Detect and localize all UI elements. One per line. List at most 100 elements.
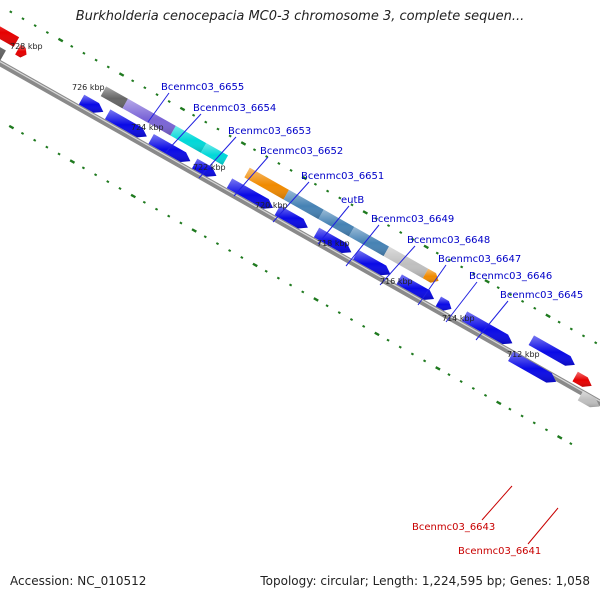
kbp-labels: 728 kbp 726 kbp 724 kbp 722 kbp 720 kbp 718 k… (10, 42, 540, 359)
tick-mark (337, 311, 341, 315)
tick-mark (362, 324, 366, 328)
tick-mark (69, 159, 76, 164)
tick-mark (9, 10, 13, 14)
tick-mark (118, 72, 125, 77)
gene-feature-shade (318, 209, 355, 237)
leader-line (345, 224, 380, 267)
leader-line (233, 156, 269, 197)
tick-mark (398, 345, 402, 349)
gene-feature-shade (104, 109, 147, 138)
tick-mark (203, 235, 207, 239)
tick-mark (350, 203, 354, 207)
tick-mark (423, 359, 427, 363)
tick-mark (45, 31, 49, 35)
leader-line (198, 136, 237, 179)
gene-feature-shade (226, 178, 274, 209)
kbp-label: 720 kbp (255, 201, 288, 210)
gene-label: Bcenmc03_6655 (161, 82, 244, 93)
tick-mark (8, 124, 15, 130)
kbp-label: 726 kbp (72, 83, 105, 92)
gene-feature-shade (200, 143, 229, 166)
tick-mark (45, 145, 49, 149)
tick-mark (179, 106, 186, 112)
leader-line (379, 245, 416, 286)
tick-mark (362, 210, 369, 215)
tick-mark (94, 173, 98, 177)
tick-mark (326, 189, 330, 193)
gene-label: Bcenmc03_6647 (438, 254, 521, 265)
tick-mark (399, 230, 403, 234)
tick-mark (581, 334, 586, 338)
tick-mark (520, 299, 525, 303)
tick-mark (532, 421, 536, 425)
gene-feature-shade (244, 167, 289, 200)
tick-mark (264, 269, 268, 273)
kbp-label: 722 kbp (193, 163, 226, 172)
tick-mark (21, 17, 25, 21)
tick-mark (106, 180, 110, 184)
tick-mark (240, 255, 244, 259)
tick-mark (349, 318, 354, 321)
tick-mark (386, 338, 390, 342)
tick-mark (143, 86, 147, 90)
tick-mark (483, 393, 488, 397)
tick-mark (556, 435, 563, 440)
gene-label: Bcenmc03_6645 (500, 290, 583, 301)
tick-mark (569, 442, 573, 446)
tick-mark (167, 214, 171, 218)
leader-line (165, 113, 202, 153)
tick-mark (20, 131, 25, 135)
tick-mark (216, 127, 220, 131)
tick-mark (82, 51, 86, 55)
kbp-label: 714 kbp (442, 314, 475, 323)
tick-mark (191, 228, 197, 233)
kbp-label: 724 kbp (131, 123, 164, 132)
tick-marks (8, 10, 598, 446)
kbp-label: 718 kbp (317, 239, 350, 248)
gene-label: Bcenmc03_6643 (412, 522, 495, 533)
tick-mark (142, 200, 146, 204)
tick-mark (154, 207, 159, 211)
gene-feature-shade (572, 371, 592, 387)
topology-text: Topology: circular; Length: 1,224,595 bp… (260, 574, 590, 588)
gene-label: Bcenmc03_6646 (469, 271, 552, 282)
tick-mark (533, 306, 537, 310)
leader-line (272, 181, 310, 223)
tick-mark (215, 242, 220, 246)
tick-mark (81, 166, 85, 170)
gene-feature-shade (508, 351, 557, 383)
tick-mark (288, 283, 293, 287)
tick-mark (94, 58, 98, 62)
tick-mark (423, 244, 429, 250)
tick-mark (228, 134, 232, 138)
tick-mark (301, 175, 308, 181)
gene-feature-shade (435, 296, 452, 311)
tick-mark (240, 141, 247, 146)
tick-mark (545, 313, 551, 319)
gene-features (0, 26, 600, 408)
gene-feature-shade (313, 227, 352, 254)
kbp-label: 716 kbp (380, 277, 413, 286)
gene-feature-shade (170, 125, 207, 153)
tick-mark (33, 24, 37, 28)
leader-line (317, 205, 350, 245)
gene-feature-shade (78, 94, 104, 113)
kbp-label: 712 kbp (507, 350, 540, 359)
kbp-label: 728 kbp (10, 42, 43, 51)
tick-mark (155, 93, 159, 97)
gene-label: Bcenmc03_6652 (260, 146, 343, 157)
tick-mark (204, 120, 208, 124)
tick-mark (374, 217, 378, 221)
gene-feature-shade (0, 47, 6, 61)
gene-feature-shade (283, 189, 324, 220)
tick-mark (471, 386, 475, 390)
gene-labels: Bcenmc03_6655Bcenmc03_6654Bcenmc03_6653B… (161, 82, 583, 557)
tick-mark (338, 196, 342, 200)
gene-feature-shade (352, 249, 391, 276)
tick-mark (57, 152, 61, 156)
gene-feature-shade (577, 390, 600, 408)
tick-mark (277, 162, 281, 166)
tick-mark (313, 297, 319, 302)
